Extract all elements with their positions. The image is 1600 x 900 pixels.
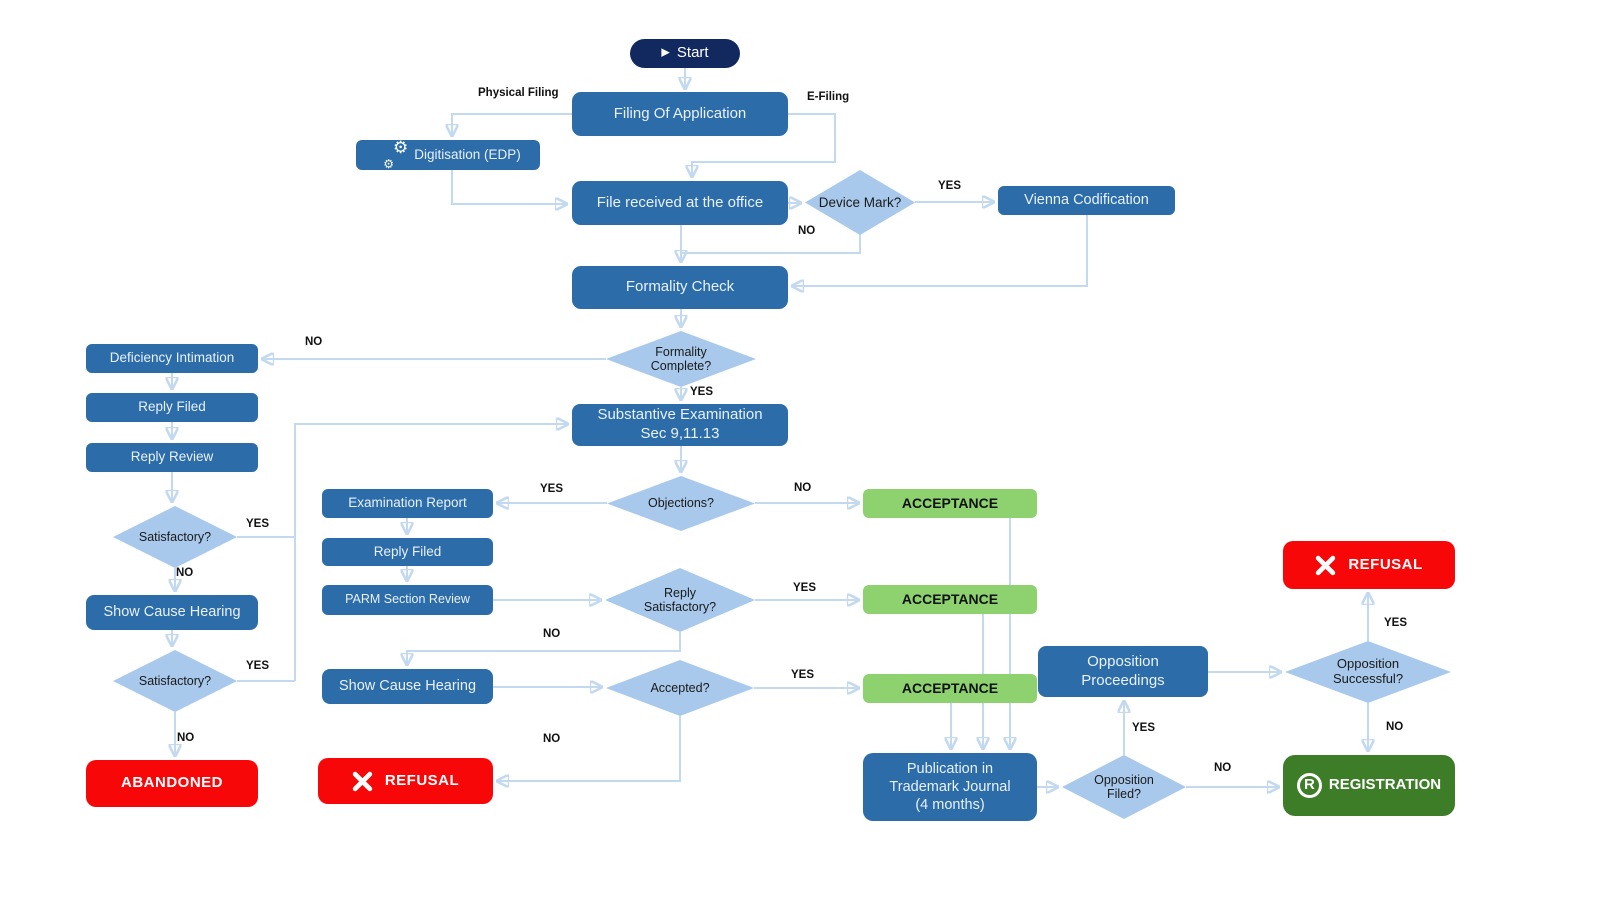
reply-filed-label-2: Reply Filed <box>373 543 442 559</box>
substantive-examination-line2: Sec 9,11.13 <box>640 425 720 442</box>
edge-label-e-filing: E-Filing <box>807 91 850 103</box>
abandoned-node: ABANDONED <box>86 760 258 807</box>
edge-label-satisfactory1-no: NO <box>176 567 194 579</box>
reply-filed-node-1: Reply Filed <box>86 393 258 422</box>
file-received-node: File received at the office <box>572 181 788 225</box>
edge-label-satisfactory1-yes: YES <box>246 518 270 530</box>
play-icon: ▶ <box>661 46 670 59</box>
show-cause-hearing-node-2: Show Cause Hearing <box>322 669 493 704</box>
examination-report-label: Examination Report <box>348 495 467 511</box>
edge-label-physical-filing: Physical Filing <box>478 87 559 99</box>
acceptance-label-1: ACCEPTANCE <box>901 494 999 511</box>
reply-review-label: Reply Review <box>130 449 214 465</box>
opposition-proceedings-label: Opposition Proceedings <box>1081 652 1165 689</box>
edge-label-device-yes: YES <box>938 180 962 192</box>
filing-of-application-node: Filing Of Application <box>572 92 788 136</box>
show-cause-hearing-node-1: Show Cause Hearing <box>86 595 258 630</box>
satisfactory-label-2: Satisfactory? <box>138 673 212 688</box>
substantive-examination-line1: Substantive Examination <box>597 406 763 424</box>
opposition-proceedings-node: Opposition Proceedings <box>1038 646 1208 697</box>
formality-check-label: Formality Check <box>625 278 735 296</box>
refusal-label-mid: REFUSAL <box>384 771 460 789</box>
edge-label-accepted-yes: YES <box>791 669 815 681</box>
examination-report-node: Examination Report <box>322 489 493 518</box>
reply-filed-label-1: Reply Filed <box>138 399 206 415</box>
vienna-codification-label: Vienna Codification <box>1024 192 1149 209</box>
edge-label-reply-satisfactory-yes: YES <box>793 582 817 594</box>
abandoned-label: ABANDONED <box>121 774 223 792</box>
registration-node: R REGISTRATION <box>1283 755 1455 816</box>
opposition-filed-label: Opposition Filed? <box>1094 772 1154 801</box>
edge-label-objections-yes: YES <box>540 483 564 495</box>
acceptance-node-3: ACCEPTANCE <box>863 674 1037 703</box>
registration-label: REGISTRATION <box>1328 776 1442 794</box>
acceptance-label-3: ACCEPTANCE <box>901 679 999 696</box>
parm-section-review-node: PARM Section Review <box>322 585 493 615</box>
reply-satisfactory-label: Reply Satisfactory? <box>643 585 717 614</box>
publication-line3: (4 months) <box>915 797 985 814</box>
accepted-label: Accepted? <box>650 680 710 695</box>
formality-check-node: Formality Check <box>572 266 788 309</box>
publication-journal-node: Publication in Trademark Journal (4 mont… <box>863 753 1037 821</box>
cross-icon <box>1316 555 1336 575</box>
gears-icon: ⚙⚙ <box>383 139 408 171</box>
refusal-node-mid: REFUSAL <box>318 758 493 804</box>
file-received-label: File received at the office <box>596 193 764 211</box>
filing-of-application-label: Filing Of Application <box>613 104 747 122</box>
edge-label-opposition-filed-no: NO <box>1214 762 1232 774</box>
edge-label-opposition-filed-yes: YES <box>1132 722 1156 734</box>
objections-label: Objections? <box>647 496 714 511</box>
digitisation-edp-node: ⚙⚙ Digitisation (EDP) <box>356 139 540 171</box>
gear-small: ⚙ <box>383 157 394 171</box>
edge-label-satisfactory2-yes: YES <box>246 660 270 672</box>
opposition-successful-label: Opposition Successful? <box>1332 656 1404 686</box>
edge-label-formality-no: NO <box>305 336 323 348</box>
reply-filed-node-2: Reply Filed <box>322 538 493 566</box>
gear-large: ⚙ <box>392 138 409 157</box>
edge-label-opposition-successful-yes: YES <box>1384 617 1408 629</box>
refusal-label-right: REFUSAL <box>1348 555 1423 573</box>
edge-label-satisfactory2-no: NO <box>177 732 195 744</box>
show-cause-hearing-label-2: Show Cause Hearing <box>338 678 477 695</box>
acceptance-node-2: ACCEPTANCE <box>863 585 1037 614</box>
registered-icon: R <box>1296 773 1322 798</box>
edge-label-device-no: NO <box>798 225 816 237</box>
formality-complete-label: Formality Complete? <box>650 344 712 373</box>
satisfactory-label-1: Satisfactory? <box>138 529 212 544</box>
publication-line2: Trademark Journal <box>889 778 1011 795</box>
acceptance-label-2: ACCEPTANCE <box>901 590 999 607</box>
parm-section-review-label: PARM Section Review <box>345 592 470 607</box>
reply-review-node: Reply Review <box>86 443 258 472</box>
publication-line1: Publication in <box>906 760 994 777</box>
refusal-node-right: REFUSAL <box>1283 541 1455 589</box>
edge-label-objections-no: NO <box>794 482 812 494</box>
start-node: ▶ Start <box>630 39 740 68</box>
substantive-examination-node: Substantive Examination Sec 9,11.13 <box>572 404 788 446</box>
digitisation-edp-label: Digitisation (EDP) <box>414 146 521 162</box>
edge-label-reply-satisfactory-no: NO <box>543 628 561 640</box>
deficiency-intimation-label: Deficiency Intimation <box>109 350 235 366</box>
cross-icon <box>352 771 373 791</box>
deficiency-intimation-node: Deficiency Intimation <box>86 344 258 373</box>
edge-label-accepted-no: NO <box>543 733 561 745</box>
show-cause-hearing-label-1: Show Cause Hearing <box>103 604 241 621</box>
edge-label-formality-yes: YES <box>690 386 714 398</box>
edge-label-opposition-successful-no: NO <box>1386 721 1404 733</box>
acceptance-node-1: ACCEPTANCE <box>863 489 1037 518</box>
vienna-codification-node: Vienna Codification <box>998 186 1175 215</box>
device-mark-label: Device Mark? <box>818 194 902 210</box>
start-label: Start <box>676 44 709 62</box>
